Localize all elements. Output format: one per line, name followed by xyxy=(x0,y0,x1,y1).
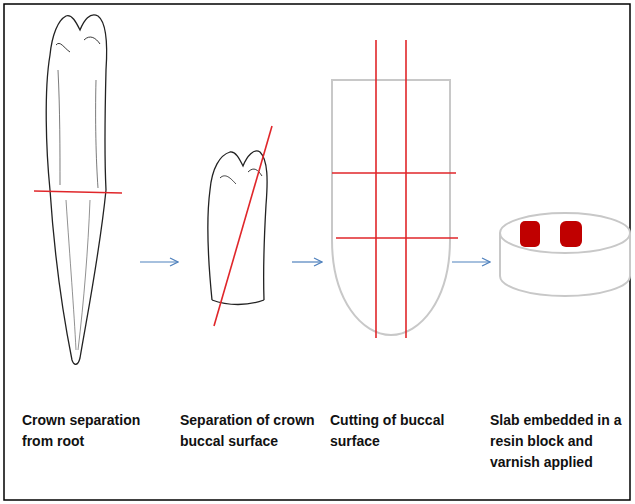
step-caption: Separation of crown buccal surface xyxy=(180,410,326,452)
cut-lines xyxy=(332,40,458,338)
resin-block xyxy=(500,213,630,296)
cut-line xyxy=(214,126,272,326)
cut-line xyxy=(34,191,122,193)
step-caption: Crown separation from root xyxy=(22,410,160,452)
whole-tooth xyxy=(46,15,107,364)
step-caption: Cutting of buccal surface xyxy=(330,410,470,452)
step-arrow xyxy=(140,261,490,262)
frame xyxy=(4,4,630,500)
tooth-slab xyxy=(520,221,582,247)
step-caption: Slab embedded in a resin block and varni… xyxy=(490,410,624,473)
buccal-surface xyxy=(332,80,450,335)
